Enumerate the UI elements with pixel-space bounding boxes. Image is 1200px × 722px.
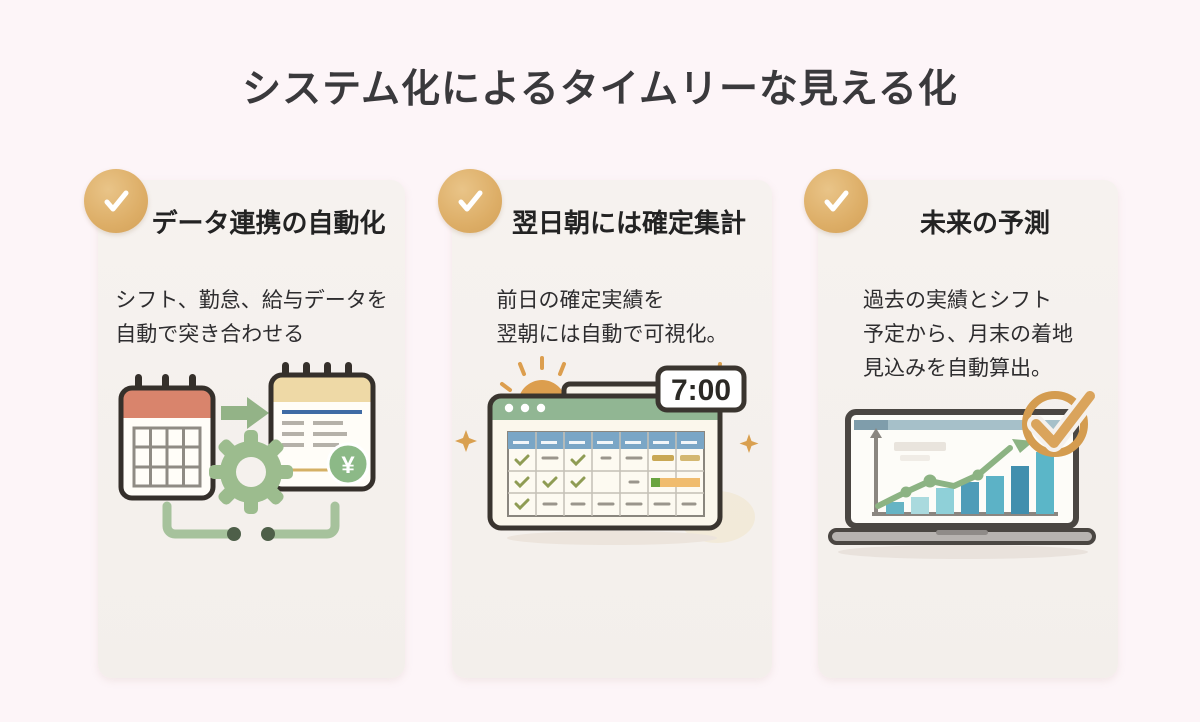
laptop-shadow (838, 545, 1088, 559)
card-body: シフト、勤怠、給与データを 自動で突き合わせる (98, 284, 405, 352)
window-shadow (507, 531, 717, 545)
window-dot (536, 403, 546, 413)
card-heading: 未来の予測 (919, 208, 1050, 238)
yen-symbol: ¥ (341, 452, 355, 479)
body-line: 翌朝には自動で可視化。 (496, 323, 728, 346)
body-line: シフト、勤怠、給与データを (115, 289, 388, 312)
body-line: 過去の実績とシフト (863, 289, 1052, 312)
forecast-bars (886, 452, 1054, 514)
sparkle-icon (739, 434, 759, 453)
morning-report-illustration: 7:00 (455, 356, 759, 545)
payroll-document-icon: ¥ (268, 362, 376, 492)
sync-loop-lines (162, 501, 340, 541)
card-heading: データ連携の自動化 (151, 208, 386, 238)
calendar-grid (132, 426, 202, 488)
forecast-illustration (828, 387, 1099, 559)
calendar-icon (118, 374, 216, 501)
arrow-right-icon (221, 397, 269, 429)
body-line: 予定から、月末の着地 (863, 323, 1073, 346)
page-title: システム化によるタイムリーな見える化 (242, 68, 958, 111)
check-icon (824, 190, 849, 212)
data-sync-illustration: ¥ (118, 362, 376, 541)
check-ring-icon (1022, 387, 1099, 457)
spreadsheet-table (507, 431, 705, 517)
card-data-sync: データ連携の自動化 シフト、勤怠、給与データを 自動で突き合わせる (84, 169, 405, 678)
card-forecast: 未来の予測 過去の実績とシフト 予定から、月末の着地 見込みを自動算出。 (804, 169, 1118, 678)
check-badge (84, 169, 148, 233)
clock-sign: 7:00 (655, 365, 747, 413)
browser-window (487, 393, 723, 531)
window-dot (504, 403, 514, 413)
card-body: 過去の実績とシフト 予定から、月末の着地 見込みを自動算出。 (818, 284, 1118, 386)
card-morning-report: 翌日朝には確定集計 前日の確定実績を 翌朝には自動で可視化。 (438, 169, 772, 678)
clock-time: 7:00 (671, 374, 731, 407)
window-dot (520, 403, 530, 413)
check-icon (104, 190, 129, 212)
document-text-lines (282, 421, 347, 447)
gear-icon (209, 430, 293, 514)
cell-check-marks (514, 454, 586, 511)
yen-badge (326, 442, 370, 486)
check-icon (458, 190, 483, 212)
body-line: 見込みを自動算出。 (863, 357, 1052, 380)
card-body: 前日の確定実績を 翌朝には自動で可視化。 (452, 284, 772, 352)
check-badge (804, 169, 868, 233)
check-badge (438, 169, 502, 233)
cell-bars (651, 455, 700, 487)
card-heading: 翌日朝には確定集計 (511, 208, 746, 238)
sparkle-icon (455, 430, 477, 452)
body-line: 前日の確定実績を (496, 289, 665, 312)
body-line: 自動で突き合わせる (115, 323, 305, 346)
cell-dashes (541, 456, 697, 506)
